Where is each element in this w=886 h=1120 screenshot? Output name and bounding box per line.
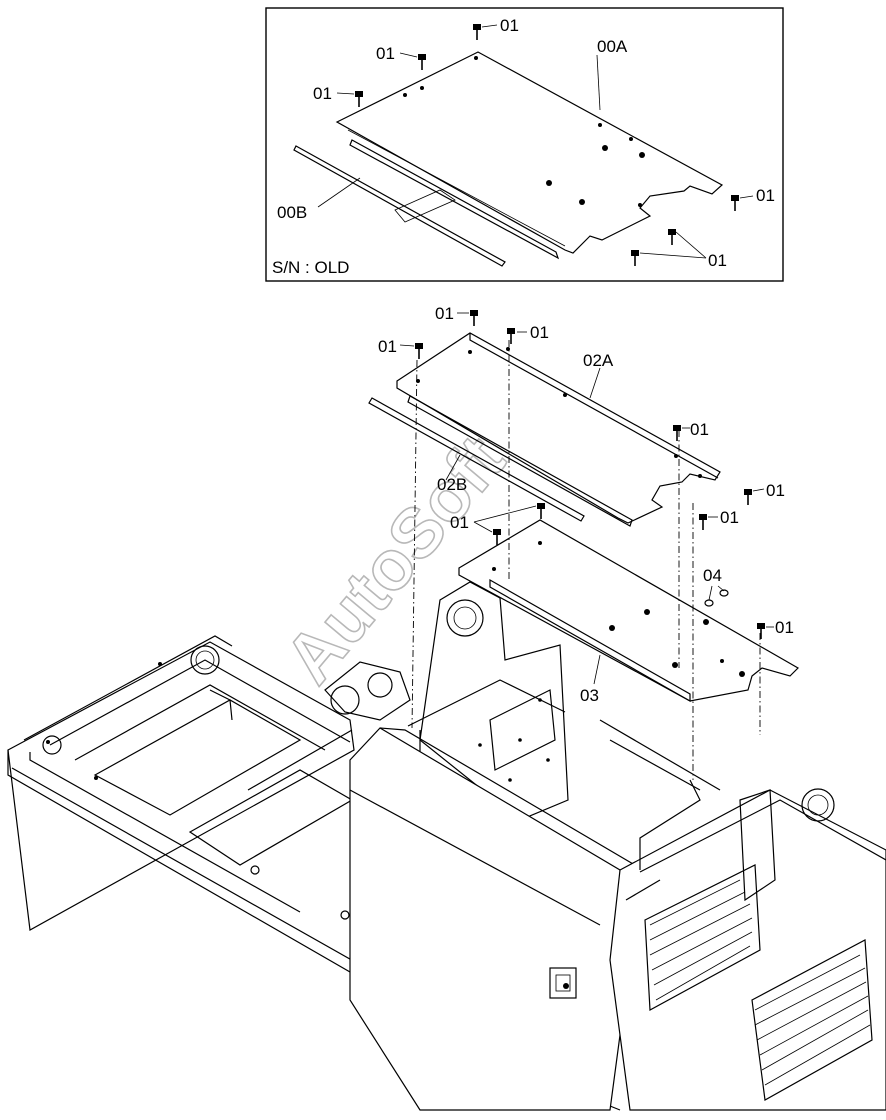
callout-00a: 00A	[597, 37, 628, 56]
inset-frame	[265, 7, 784, 282]
bolt-icon	[631, 250, 639, 266]
bolt-icon	[355, 91, 363, 107]
nut-04	[704, 589, 729, 607]
callout-01: 01	[690, 420, 709, 439]
bolt-icon	[699, 514, 707, 530]
callout-01: 01	[313, 84, 332, 103]
callout-04: 04	[703, 566, 722, 585]
strip-02b	[368, 397, 585, 522]
louver-grille	[644, 864, 873, 1101]
plate-00a	[335, 51, 724, 254]
callout-01: 01	[720, 508, 739, 527]
bolt-icon	[493, 529, 501, 545]
bolt-icon	[473, 24, 481, 40]
bolt-icon	[673, 425, 681, 441]
bolt-icon	[668, 229, 676, 245]
bolt-icon	[418, 54, 426, 70]
callout-01: 01	[766, 481, 785, 500]
callout-01: 01	[530, 323, 549, 342]
callout-01: 01	[378, 337, 397, 356]
machine-frame	[7, 581, 886, 1111]
callout-01: 01	[435, 304, 454, 323]
bolt-icon	[507, 328, 515, 344]
callout-01: 01	[376, 44, 395, 63]
bolt-icon	[744, 489, 752, 505]
bolt-icon	[757, 623, 765, 639]
plate-02a	[396, 332, 721, 524]
callout-02a: 02A	[583, 351, 614, 370]
callout-02b: 02B	[437, 475, 467, 494]
main-assembly: 01 01 01 01 01 01 01 01 02A 02B 03 04	[7, 304, 886, 1111]
callout-01: 01	[756, 186, 775, 205]
strip-00b	[293, 145, 506, 267]
callout-00b: 00B	[277, 203, 307, 222]
bolt-icon	[470, 310, 478, 326]
cover-03	[458, 519, 799, 702]
callout-01: 01	[500, 16, 519, 35]
bolt-icon	[537, 503, 545, 519]
serial-caption: S/N : OLD	[272, 258, 349, 277]
bolt-icon	[731, 195, 739, 211]
inset-old-serial: 01 01 01 01 01 00A 00B S/N : OLD	[265, 7, 784, 282]
callout-01: 01	[775, 618, 794, 637]
callout-03: 03	[580, 686, 599, 705]
callout-01: 01	[450, 513, 469, 532]
callout-01: 01	[708, 251, 727, 270]
bolt-icon	[415, 343, 423, 359]
